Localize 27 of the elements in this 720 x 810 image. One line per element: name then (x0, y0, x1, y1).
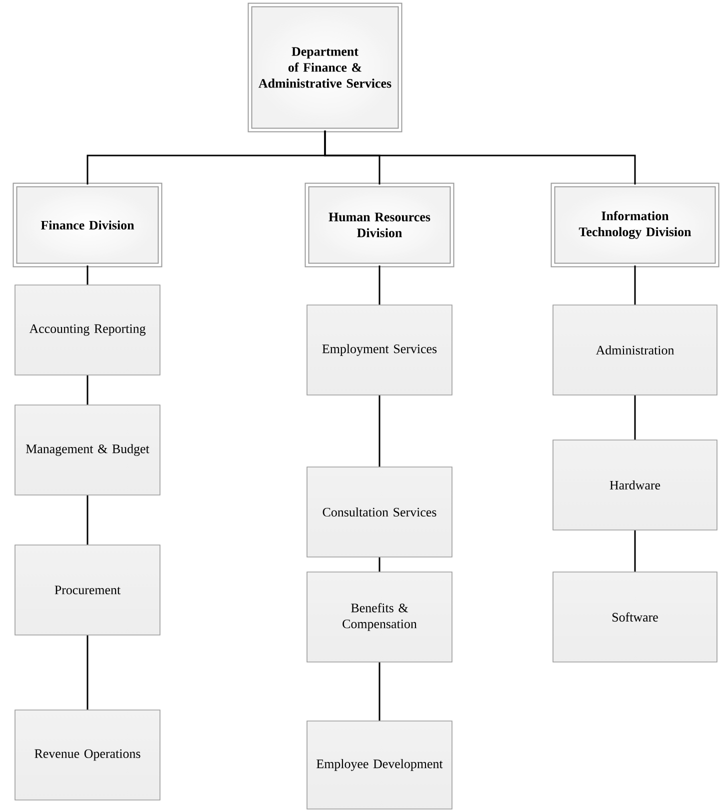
connector-line (634, 530, 636, 572)
unit-box: Management & Budget (14, 404, 160, 496)
connector-line (86, 266, 88, 285)
connector-line (378, 662, 380, 721)
unit-box: Procurement (14, 544, 160, 636)
unit-box: Consultation Services (306, 466, 452, 558)
connector-line (378, 266, 380, 305)
unit-box: Benefits & Compensation (306, 572, 452, 662)
connector-line (378, 557, 380, 572)
unit-box: Accounting Reporting (14, 284, 160, 376)
connector-line (86, 375, 88, 405)
division-box: Human Resources Division (304, 182, 454, 268)
unit-box: Employee Development (306, 720, 452, 810)
unit-box: Administration (552, 304, 718, 396)
division-box: Finance Division (12, 182, 162, 268)
department-box: Department of Finance & Administrative Services (248, 2, 402, 132)
connector-line (86, 635, 88, 710)
division-box: Information Technology Division (550, 182, 720, 268)
unit-box: Hardware (552, 440, 718, 530)
connector-line (634, 395, 636, 440)
connector-line (324, 130, 636, 184)
connector-line (378, 395, 380, 467)
unit-box: Revenue Operations (14, 710, 160, 800)
unit-box: Employment Services (306, 304, 452, 396)
connector-line (86, 495, 88, 545)
unit-box: Software (552, 572, 718, 662)
connector-line (634, 266, 636, 305)
